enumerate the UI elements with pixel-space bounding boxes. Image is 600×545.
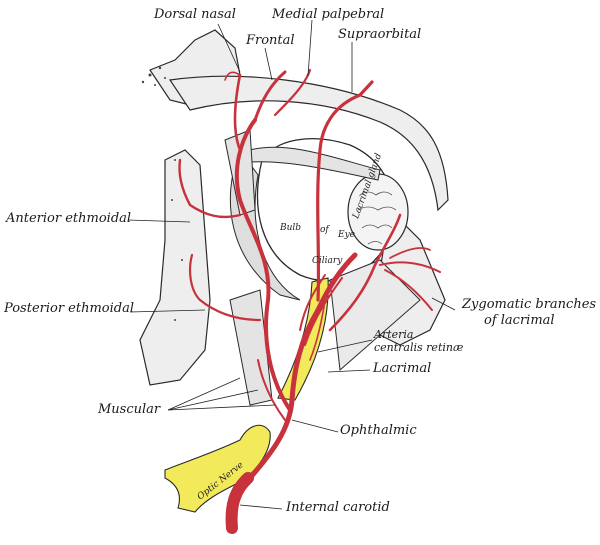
leader-internal-carotid <box>239 504 283 510</box>
zygomatic-branch-1 <box>379 261 441 273</box>
label-anterior-ethmoidal: Anterior ethmoidal <box>6 211 132 226</box>
medial-trunk <box>234 118 292 412</box>
orbital-roof <box>168 75 449 212</box>
internal-carotid-artery <box>225 472 254 534</box>
frontal-artery <box>253 70 287 122</box>
label-arteria-2: centralis retinæ <box>374 341 464 354</box>
label-muscular: Muscular <box>98 402 161 417</box>
medial-wall <box>139 149 211 386</box>
label-medial-palpebral: Medial palpebral <box>272 7 385 22</box>
ciliary-branch-1 <box>299 274 326 331</box>
supraorbital-artery <box>316 80 374 302</box>
central-retinal-artery <box>309 299 326 361</box>
ciliary-branch-2 <box>304 277 343 346</box>
label-arteria-1: Arteria <box>374 328 414 341</box>
zygomatic-branch-2 <box>384 269 433 311</box>
leader-anterior-ethmoidal <box>127 219 191 223</box>
leader-medial-palpebral <box>307 19 313 77</box>
bone-stipple <box>141 66 183 321</box>
label-dorsal-nasal: Dorsal nasal <box>154 7 236 22</box>
label-internal-carotid: Internal carotid <box>286 500 390 515</box>
ophthalmic-artery <box>247 252 358 481</box>
label-supraorbital: Supraorbital <box>338 27 422 42</box>
muscular-branch <box>257 359 286 421</box>
leader-muscular-2 <box>167 389 259 411</box>
label-frontal: Frontal <box>246 33 295 48</box>
dorsal-nasal-artery <box>233 73 242 152</box>
lacrimal-artery <box>328 213 402 332</box>
leader-frontal <box>264 47 273 81</box>
superior-oblique <box>224 129 256 216</box>
leader-muscular-3 <box>167 404 276 411</box>
levator-muscle <box>249 146 381 181</box>
eye-label: Eye <box>337 230 355 240</box>
posterior-ethmoidal-artery <box>189 253 262 322</box>
label-ophthalmic: Ophthalmic <box>340 423 417 438</box>
label-lacrimal: Lacrimal <box>373 361 432 376</box>
arteries <box>178 68 441 534</box>
ciliary-label: Ciliary <box>312 256 343 266</box>
leader-lines <box>127 19 456 510</box>
label-zygomatic-2: of lacrimal <box>484 313 555 328</box>
optic-chiasm <box>164 424 271 513</box>
cone-muscle-right <box>329 259 421 372</box>
bulb-label: Bulb <box>279 223 301 233</box>
of-label: of <box>320 225 330 235</box>
nasal-tip-branch <box>224 71 241 81</box>
label-posterior-ethmoidal: Posterior ethmoidal <box>4 301 135 316</box>
anterior-ethmoidal-artery <box>178 158 242 219</box>
leader-muscular-1 <box>167 377 241 411</box>
leader-dorsal-nasal <box>217 23 241 73</box>
leader-ophthalmic <box>291 419 339 433</box>
leader-posterior-ethmoidal <box>129 309 206 313</box>
leader-zygomatic <box>431 297 456 311</box>
label-zygomatic-1: Zygomatic branches <box>462 297 597 312</box>
leader-lacrimal <box>327 369 371 373</box>
leader-arteria <box>317 339 373 353</box>
zygomatic-branch-3 <box>389 247 431 259</box>
